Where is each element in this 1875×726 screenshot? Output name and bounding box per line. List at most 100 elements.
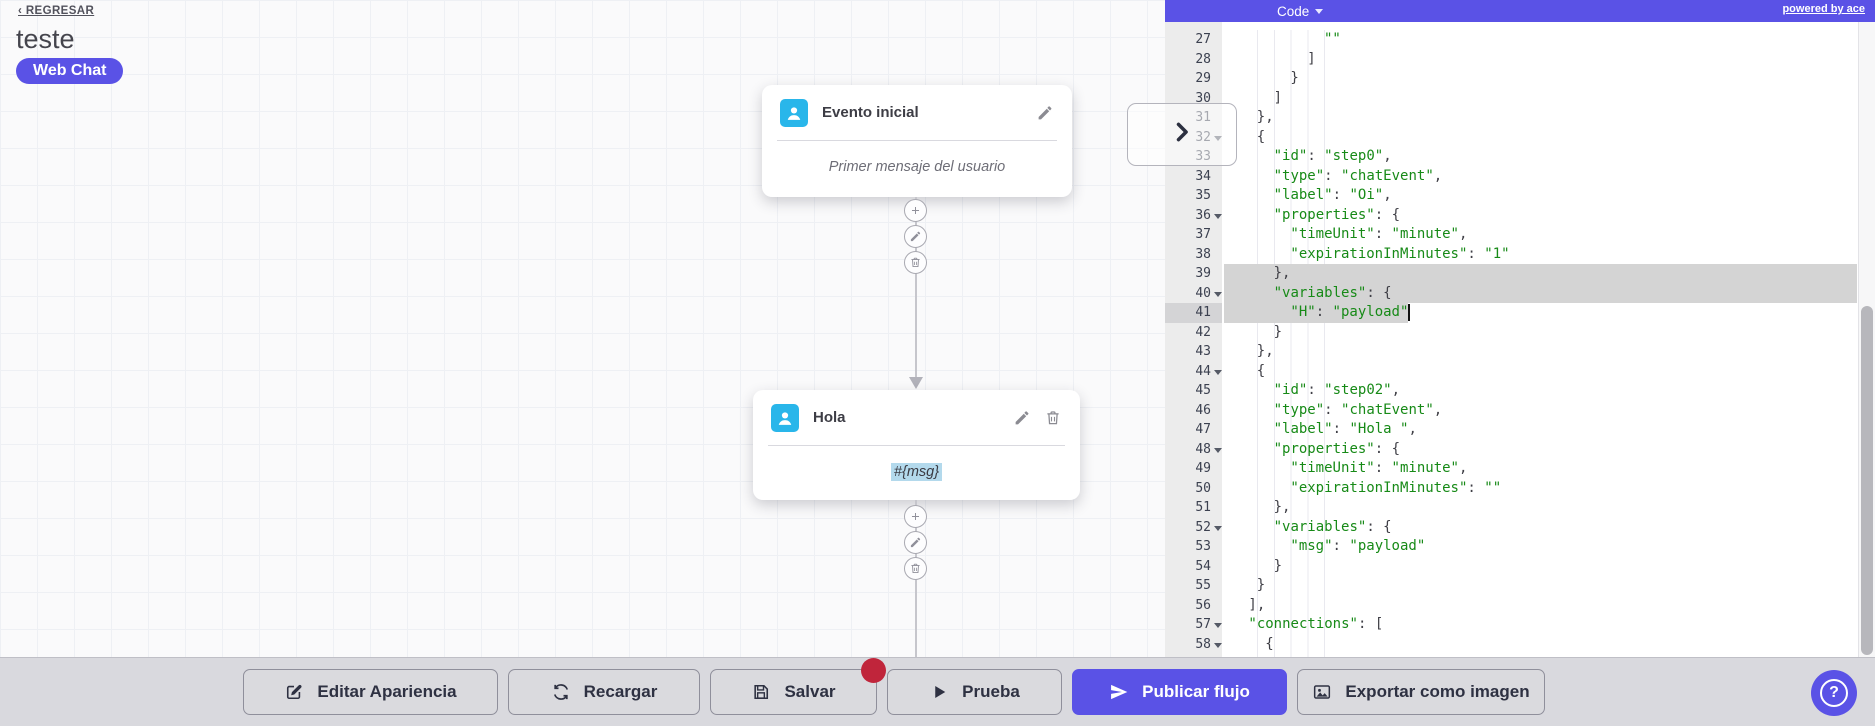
code-line-48: 48"properties": { [1165, 440, 1875, 460]
fold-arrow-icon[interactable] [1214, 369, 1222, 375]
code-line-46: 46"type": "chatEvent", [1165, 401, 1875, 421]
image-icon [1312, 682, 1332, 702]
line-number[interactable]: 40 [1165, 284, 1222, 304]
code-line-37: 37"timeUnit": "minute", [1165, 225, 1875, 245]
publicar-flujo-button[interactable]: Publicar flujo [1072, 669, 1287, 715]
user-icon [780, 98, 808, 127]
code-line-50: 50"expirationInMinutes": "" [1165, 479, 1875, 499]
line-number[interactable]: 52 [1165, 518, 1222, 538]
line-number[interactable]: 36 [1165, 206, 1222, 226]
connector-delete-button[interactable] [904, 557, 927, 580]
code-line-29: 29} [1165, 69, 1875, 89]
button-label: Publicar flujo [1142, 682, 1250, 701]
code-line-39: 39}, [1165, 264, 1875, 284]
play-icon [929, 682, 949, 702]
code-lines: 27""28]29}30]31},32{33"id": "step0",34"t… [1165, 30, 1875, 654]
node-hola[interactable]: Hola #{msg} [753, 390, 1080, 500]
line-number[interactable]: 41 [1165, 303, 1222, 323]
connector-edit-button[interactable] [904, 225, 927, 248]
node-evento-inicial[interactable]: Evento inicial Primer mensaje del usuari… [762, 85, 1072, 197]
page-title: teste [16, 24, 75, 54]
connector-delete-button[interactable] [904, 251, 927, 274]
line-number[interactable]: 49 [1195, 461, 1211, 476]
line-number[interactable]: 38 [1195, 246, 1211, 262]
prueba-button[interactable]: Prueba [887, 669, 1062, 715]
code-line-53: 53"msg": "payload" [1165, 537, 1875, 557]
connector-add-button[interactable] [904, 505, 927, 528]
line-number[interactable]: 45 [1195, 383, 1211, 398]
connector-line [915, 197, 917, 378]
code-panel-header: Code powered by ace [1165, 0, 1875, 22]
line-number[interactable]: 43 [1195, 344, 1211, 359]
code-line-35: 35"label": "Oi", [1165, 186, 1875, 206]
edit-node-icon[interactable] [1013, 409, 1031, 427]
line-number[interactable]: 30 [1195, 90, 1211, 106]
line-number[interactable]: 58 [1165, 635, 1222, 655]
line-number[interactable]: 46 [1195, 402, 1211, 418]
line-number[interactable]: 42 [1195, 324, 1211, 340]
fold-arrow-icon[interactable] [1214, 525, 1222, 531]
connector-edit-button[interactable] [904, 531, 927, 554]
code-line-33: 33"id": "step0", [1165, 147, 1875, 167]
powered-by-ace-link[interactable]: powered by ace [1782, 3, 1865, 15]
line-number[interactable]: 56 [1195, 597, 1211, 613]
bottom-toolbar: Editar Apariencia Recargar Salvar Prueba Pub… [0, 657, 1875, 726]
editar-apariencia-button[interactable]: Editar Apariencia [243, 669, 498, 715]
node-header: Evento inicial [762, 85, 1072, 140]
question-mark-icon: ? [1820, 679, 1848, 707]
line-number[interactable]: 39 [1195, 266, 1211, 281]
code-line-42: 42} [1165, 323, 1875, 343]
button-label: Prueba [962, 682, 1020, 701]
fold-arrow-icon[interactable] [1214, 213, 1222, 219]
line-number[interactable]: 48 [1165, 440, 1222, 460]
button-label: Recargar [583, 682, 658, 701]
code-line-58: 58{ [1165, 635, 1875, 655]
code-line-27: 27"" [1165, 30, 1875, 50]
delete-node-icon[interactable] [1044, 409, 1062, 427]
line-number[interactable]: 54 [1195, 558, 1211, 574]
line-number[interactable]: 44 [1165, 362, 1222, 382]
code-line-44: 44{ [1165, 362, 1875, 382]
salvar-button[interactable]: Salvar [710, 658, 886, 715]
line-number[interactable]: 51 [1195, 500, 1211, 515]
line-number[interactable]: 50 [1195, 480, 1211, 496]
edit-square-icon [284, 682, 304, 702]
recargar-button[interactable]: Recargar [508, 669, 700, 715]
line-number[interactable]: 28 [1195, 51, 1211, 67]
line-number[interactable]: 34 [1195, 168, 1211, 184]
line-number[interactable]: 37 [1195, 227, 1211, 242]
help-button[interactable]: ? [1811, 670, 1857, 716]
node-divider [777, 140, 1057, 141]
code-line-28: 28] [1165, 50, 1875, 70]
fold-arrow-icon[interactable] [1214, 642, 1222, 648]
line-number[interactable]: 29 [1195, 71, 1211, 86]
fold-arrow-icon[interactable] [1214, 447, 1222, 453]
code-mode-dropdown[interactable]: Code [1277, 0, 1324, 22]
connector-add-button[interactable] [904, 199, 927, 222]
code-line-51: 51}, [1165, 498, 1875, 518]
editor-scrollbar[interactable] [1858, 22, 1875, 657]
flow-canvas: ‹ REGRESAR teste Web Chat Evento inicial… [0, 0, 1165, 657]
user-icon [771, 403, 799, 432]
connector-actions-2 [904, 505, 927, 580]
fold-arrow-icon[interactable] [1214, 623, 1222, 628]
line-number[interactable]: 53 [1195, 539, 1211, 554]
indent-guides [1257, 30, 1325, 657]
node-actions [1013, 409, 1062, 427]
scrollbar-thumb[interactable] [1861, 306, 1873, 655]
collapse-code-panel-button[interactable] [1127, 103, 1237, 166]
node-body: #{msg} [753, 446, 1080, 498]
line-number[interactable]: 35 [1195, 188, 1211, 203]
line-number[interactable]: 55 [1195, 578, 1211, 593]
code-editor[interactable]: 27""28]29}30]31},32{33"id": "step0",34"t… [1165, 22, 1875, 657]
code-line-43: 43}, [1165, 342, 1875, 362]
back-link[interactable]: ‹ REGRESAR [18, 5, 95, 17]
exportar-como-imagen-button[interactable]: Exportar como imagen [1297, 669, 1545, 715]
line-number[interactable]: 47 [1195, 422, 1211, 437]
code-line-45: 45"id": "step02", [1165, 381, 1875, 401]
edit-node-icon[interactable] [1036, 104, 1054, 122]
line-number[interactable]: 57 [1165, 615, 1222, 635]
line-number[interactable]: 27 [1195, 32, 1211, 47]
fold-arrow-icon[interactable] [1214, 291, 1222, 297]
refresh-icon [551, 682, 571, 702]
